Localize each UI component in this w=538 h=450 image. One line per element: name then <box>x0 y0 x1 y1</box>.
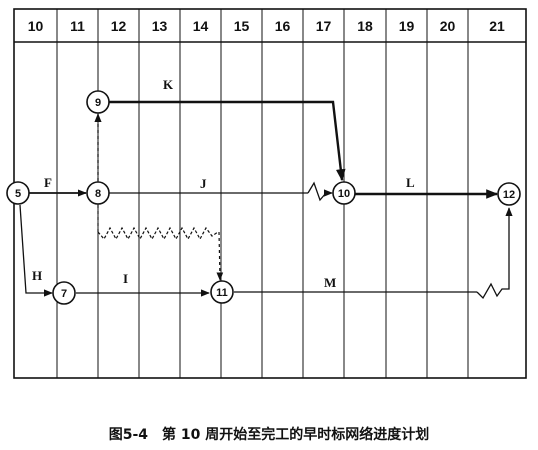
week-label: 15 <box>234 18 250 34</box>
activity-f-label: F <box>44 175 52 190</box>
week-label: 21 <box>489 18 505 34</box>
activity-m-label: M <box>324 275 336 290</box>
week-label: 18 <box>357 18 373 34</box>
week-label: 19 <box>399 18 415 34</box>
activity-j-label: J <box>200 176 207 191</box>
week-label: 17 <box>316 18 332 34</box>
activity-m-free-float <box>476 207 513 300</box>
node-9: 9 <box>86 90 110 114</box>
week-label: 13 <box>152 18 168 34</box>
nodes: 5 7 8 9 10 11 12 <box>6 90 521 305</box>
week-label: 12 <box>111 18 127 34</box>
node-11-label: 11 <box>216 287 228 299</box>
activity-i-label: I <box>123 271 128 286</box>
dummy-8-11-wavy <box>97 226 219 241</box>
week-label: 11 <box>70 18 85 34</box>
node-10-label: 10 <box>338 188 350 200</box>
week-header: 10 11 12 13 14 15 16 17 18 19 20 21 <box>28 18 505 34</box>
dummy-8-11-arrow <box>216 231 224 281</box>
activity-h-label: H <box>32 268 42 283</box>
activity-k-label: K <box>163 77 174 92</box>
time-scaled-network-diagram: 10 11 12 13 14 15 16 17 18 19 20 21 5 7 <box>6 8 527 379</box>
activity-j-free-float <box>307 181 333 202</box>
week-label: 14 <box>193 18 209 34</box>
figure-caption: 图5-4 第 10 周开始至完工的早时标网络进度计划 <box>108 427 430 443</box>
node-7-label: 7 <box>61 288 67 300</box>
node-5-label: 5 <box>15 188 21 200</box>
node-7: 7 <box>52 281 76 305</box>
activity-arrows <box>19 100 513 300</box>
activity-labels: F H I J K L M <box>32 77 415 290</box>
node-8-label: 8 <box>95 188 101 200</box>
week-label: 10 <box>28 18 44 34</box>
week-label: 16 <box>275 18 291 34</box>
activity-l-label: L <box>406 175 415 190</box>
node-12-label: 12 <box>503 189 515 201</box>
activity-k-arrow <box>109 100 346 182</box>
node-9-label: 9 <box>95 97 101 109</box>
node-5: 5 <box>6 181 30 205</box>
week-label: 20 <box>440 18 456 34</box>
node-12: 12 <box>497 182 521 206</box>
node-8: 8 <box>86 181 110 205</box>
activity-h-arrow <box>19 204 53 297</box>
node-10: 10 <box>332 181 356 205</box>
node-11: 11 <box>210 280 234 304</box>
